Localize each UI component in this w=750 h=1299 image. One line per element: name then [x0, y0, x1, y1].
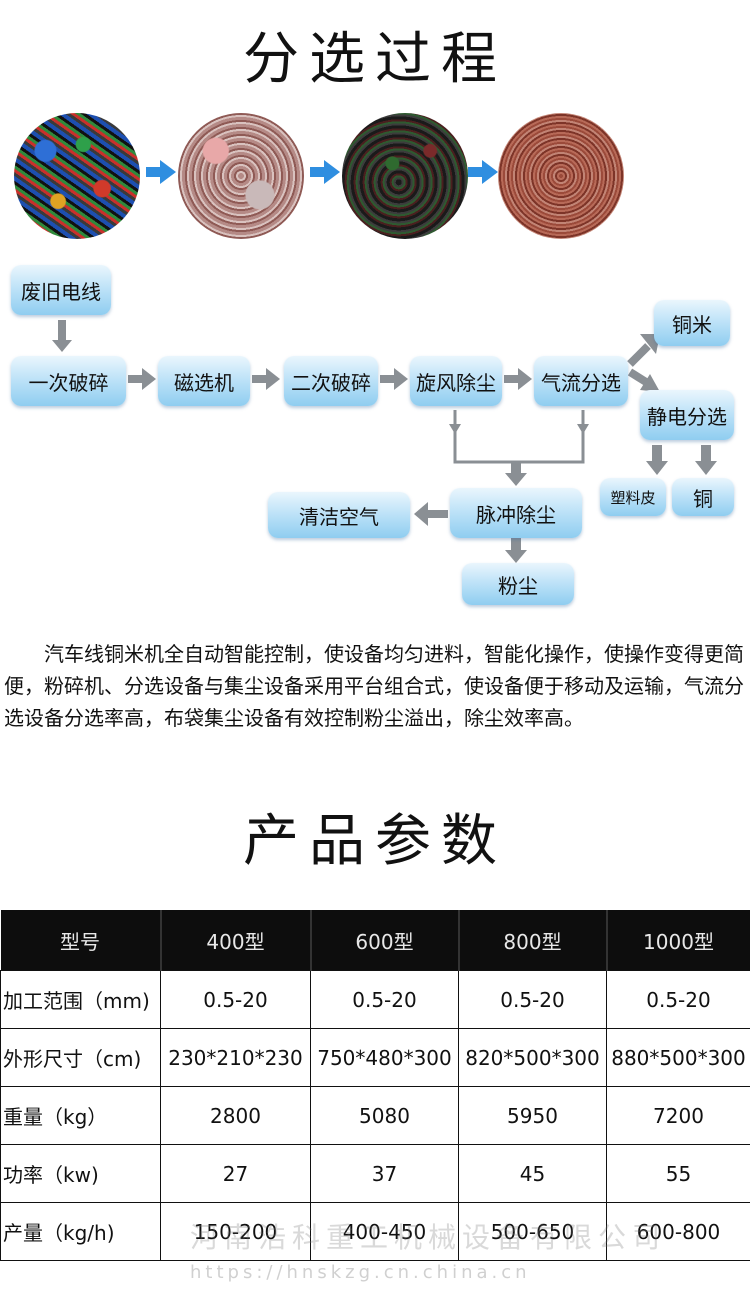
table-cell: 27 — [160, 1144, 311, 1203]
table-row: 重量（kg） 2800 5080 5950 7200 — [0, 1086, 750, 1145]
table-cell: 37 — [310, 1144, 459, 1203]
table-cell: 5950 — [458, 1086, 607, 1145]
header-cell: 600型 — [310, 910, 460, 971]
arrow-down-icon — [52, 320, 72, 352]
arrow-down-icon — [695, 445, 717, 475]
flow-arrows — [52, 320, 717, 563]
table-row: 功率（kw) 27 37 45 55 — [0, 1144, 750, 1203]
arrow-down-right-icon — [627, 368, 660, 392]
node-air-separation: 气流分选 — [534, 356, 628, 406]
parameters-table: 型号 400型 600型 800型 1000型 加工范围（mm) 0.5-20 … — [0, 910, 750, 1261]
table-cell: 750*480*300 — [310, 1028, 459, 1087]
table-cell: 880*500*300 — [606, 1028, 750, 1087]
node-clean-air: 清洁空气 — [268, 492, 410, 538]
table-cell: 0.5-20 — [458, 970, 607, 1029]
arrow-down-icon — [505, 538, 527, 563]
arrow-right-icon — [380, 368, 408, 390]
table-row: 外形尺寸（cm) 230*210*230 750*480*300 820*500… — [0, 1028, 750, 1087]
table-cell: 45 — [458, 1144, 607, 1203]
table-cell: 外形尺寸（cm) — [0, 1028, 161, 1087]
arrow-right-icon — [128, 368, 156, 390]
arrow-down-icon — [646, 445, 668, 475]
header-cell: 400型 — [160, 910, 312, 971]
node-copper-rice: 铜米 — [654, 300, 730, 346]
table-cell: 820*500*300 — [458, 1028, 607, 1087]
node-electrostatic-separation: 静电分选 — [640, 390, 734, 440]
table-cell: 功率（kw) — [0, 1144, 161, 1203]
table-cell: 0.5-20 — [160, 970, 311, 1029]
table-row: 产量（kg/h) 150-200 400-450 500-650 600-800 — [0, 1202, 750, 1261]
table-cell: 0.5-20 — [606, 970, 750, 1029]
header-cell: 1000型 — [606, 910, 750, 971]
table-cell: 5080 — [310, 1086, 459, 1145]
table-cell: 0.5-20 — [310, 970, 459, 1029]
node-copper: 铜 — [672, 478, 734, 516]
arrow-right-icon — [504, 368, 532, 390]
crushed-material-photo — [178, 113, 304, 239]
table-row: 加工范围（mm) 0.5-20 0.5-20 0.5-20 0.5-20 — [0, 970, 750, 1029]
table-cell: 500-650 — [458, 1202, 607, 1261]
node-dust: 粉尘 — [462, 563, 574, 605]
table-cell: 产量（kg/h) — [0, 1202, 161, 1261]
node-secondary-crush: 二次破碎 — [284, 356, 378, 406]
node-primary-crush: 一次破碎 — [11, 356, 126, 406]
header-cell: 型号 — [0, 910, 162, 971]
arrow-left-icon — [414, 502, 448, 526]
table-cell: 2800 — [160, 1086, 311, 1145]
copper-rice-photo — [498, 113, 624, 239]
watermark-url: https://hnskzg.cn.china.cn — [190, 1262, 531, 1283]
table-header-row: 型号 400型 600型 800型 1000型 — [0, 910, 750, 971]
table-cell: 150-200 — [160, 1202, 311, 1261]
node-magnetic-separator: 磁选机 — [158, 356, 250, 406]
section-title-sorting-process: 分选过程 — [243, 27, 507, 92]
table-cell: 重量（kg） — [0, 1086, 161, 1145]
table-cell: 55 — [606, 1144, 750, 1203]
section-title-product-parameters: 产品参数 — [243, 809, 507, 874]
node-plastic-skin: 塑料皮 — [600, 478, 666, 516]
node-pulse-dust-removal: 脉冲除尘 — [450, 488, 582, 538]
granules-photo — [342, 113, 468, 239]
arrow-right-icon — [252, 368, 280, 390]
header-cell: 800型 — [458, 910, 608, 971]
table-cell: 400-450 — [310, 1202, 459, 1261]
table-cell: 加工范围（mm) — [0, 970, 161, 1029]
table-cell: 600-800 — [606, 1202, 750, 1261]
node-waste-wire: 废旧电线 — [11, 265, 111, 315]
node-cyclone-dust-removal: 旋风除尘 — [410, 356, 502, 406]
description-paragraph: 汽车线铜米机全自动智能控制，使设备均匀进料，智能化操作，使操作变得更简便，粉碎机… — [4, 642, 744, 730]
table-cell: 230*210*230 — [160, 1028, 311, 1087]
waste-wire-photo — [14, 113, 140, 239]
table-cell: 7200 — [606, 1086, 750, 1145]
